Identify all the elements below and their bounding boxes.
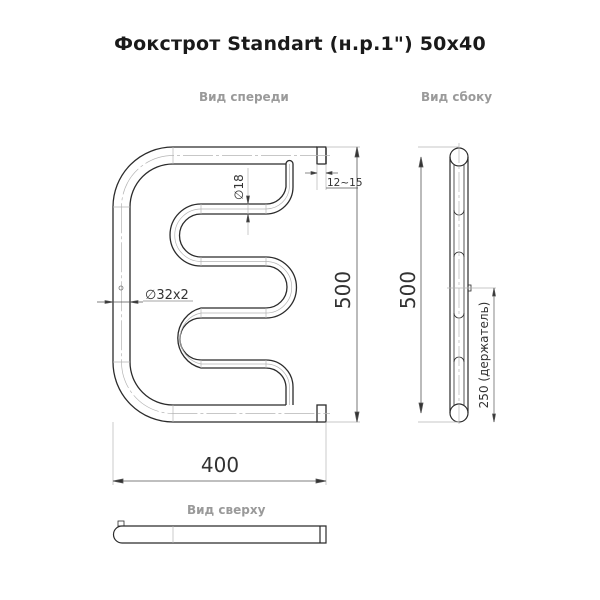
- front-centerlines: [112, 146, 360, 485]
- dim-offset: [305, 171, 358, 189]
- offset-dimension: 12~15: [327, 177, 363, 189]
- front-view-label: Вид спереди: [199, 90, 289, 104]
- width-dimension: 400: [201, 453, 239, 477]
- holder-mark: [118, 285, 124, 291]
- top-view: [112, 520, 327, 544]
- outer-pipe-dimension: ∅32x2: [145, 288, 189, 303]
- dim-holder: [492, 287, 496, 423]
- drawing-title: Фокстрот Standart (н.р.1") 50x40: [114, 33, 486, 55]
- top-view-label: Вид сверху: [187, 503, 266, 517]
- dim-outer-pipe: [97, 300, 193, 304]
- dim-height-side: [418, 156, 424, 414]
- side-view: [449, 147, 472, 423]
- holder-dimension: 250 (держатель): [477, 302, 491, 409]
- front-view: [112, 146, 327, 423]
- height-side-dimension: 500: [396, 271, 420, 309]
- inner-diameter-dimension: ∅18: [232, 174, 246, 200]
- height-front-dimension: 500: [331, 271, 355, 309]
- dim-height-front: [354, 146, 360, 423]
- dim-inner-diameter: [246, 195, 250, 223]
- side-view-label: Вид сбоку: [421, 90, 493, 104]
- dim-width: [112, 478, 327, 484]
